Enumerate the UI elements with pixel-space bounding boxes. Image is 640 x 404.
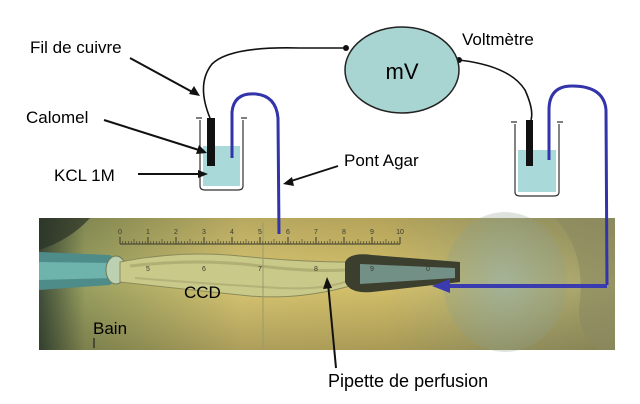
left-agar-bridge <box>230 92 281 235</box>
scale-lower-number: 5 <box>146 266 150 273</box>
right-calomel-electrode <box>526 120 533 166</box>
left-beaker <box>196 117 247 191</box>
scale-upper-number: 7 <box>314 229 318 236</box>
scale-upper-number: 4 <box>230 229 234 236</box>
scale-lower-number: 8 <box>314 266 318 273</box>
scale-ticks <box>119 237 401 244</box>
scale-upper-number: 5 <box>258 229 262 236</box>
scale-upper-number: 0 <box>118 229 122 236</box>
label-copper-wire: Fil de cuivre <box>30 38 122 57</box>
label-voltmeter: Voltmètre <box>462 30 534 49</box>
voltmeter-body <box>344 26 460 114</box>
label-kcl: KCL 1M <box>54 166 115 185</box>
label-bath: Bain <box>93 319 127 338</box>
scale-lower-numbers: 5 6 7 8 9 0 <box>146 266 430 273</box>
right-wire <box>458 59 533 121</box>
scale-upper-number: 8 <box>342 229 346 236</box>
agar-bridges <box>230 84 609 293</box>
scale-upper-number: 10 <box>396 229 404 236</box>
scale-lower-number: 7 <box>258 266 262 273</box>
scale-upper-number: 2 <box>174 229 178 236</box>
scale-upper-number: 1 <box>146 229 150 236</box>
label-pointers <box>93 57 339 369</box>
perfusion-flow-arrowhead <box>432 279 450 293</box>
left-terminal <box>343 45 349 51</box>
reticle-scale: 0 1 2 3 4 5 6 7 8 9 10 5 6 7 8 9 0 <box>118 229 430 273</box>
scale-lower-number: 9 <box>370 266 374 273</box>
calomel-electrode <box>207 118 215 166</box>
label-agar-bridge: Pont Agar <box>344 151 419 170</box>
voltmeter: mV <box>344 26 460 114</box>
scale-upper-number: 6 <box>286 229 290 236</box>
scale-lower-number: 0 <box>426 266 430 273</box>
voltmeter-reading-unit: mV <box>386 59 419 84</box>
scale-upper-number: 3 <box>202 229 206 236</box>
right-agar-bridge <box>547 84 609 286</box>
scale-lower-number: 6 <box>202 266 206 273</box>
scale-upper-numbers: 0 1 2 3 4 5 6 7 8 9 10 <box>118 229 404 236</box>
right-beaker <box>511 120 563 197</box>
left-wire <box>202 47 345 119</box>
label-ccd: CCD <box>184 283 221 302</box>
label-calomel: Calomel <box>26 108 88 127</box>
label-perfusion-pipette: Pipette de perfusion <box>328 371 488 391</box>
scale-upper-number: 9 <box>370 229 374 236</box>
